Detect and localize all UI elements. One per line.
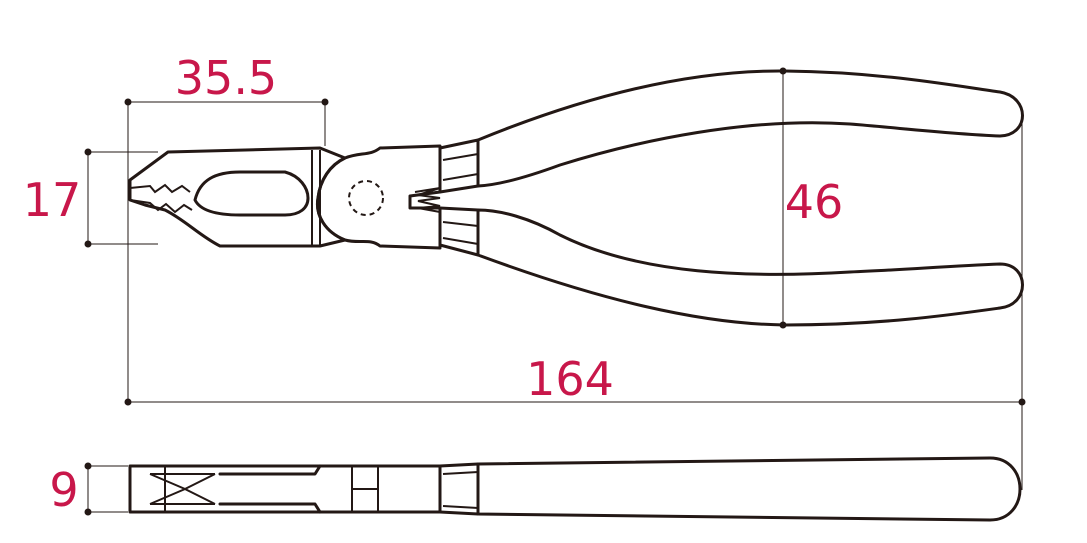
side-head — [128, 464, 442, 514]
pivot-head — [315, 144, 442, 250]
jaw-cutter-opening — [193, 170, 310, 217]
pliers-top-view — [128, 69, 1024, 327]
side-handle — [476, 456, 1022, 522]
upper-handle-grip — [476, 69, 1024, 188]
upper-shank — [438, 138, 480, 194]
spring-icon — [414, 187, 441, 213]
dim-label-jaw-height: 17 — [23, 173, 82, 227]
dim-label-total-length: 164 — [526, 352, 614, 406]
side-jaw-tip — [149, 466, 216, 512]
jaw-teeth — [129, 183, 193, 214]
dim-label-jaw-length: 35.5 — [175, 51, 277, 105]
side-shank — [438, 462, 480, 516]
dimension-lines — [84, 67, 1026, 516]
dimension-labels: 35.5 17 46 164 9 — [23, 51, 844, 517]
lower-handle-grip — [476, 208, 1024, 327]
jaw-body — [128, 146, 347, 248]
dim-label-thickness: 9 — [49, 463, 78, 517]
dim-label-handle-span: 46 — [785, 175, 844, 229]
lower-shank — [438, 206, 480, 257]
pivot-rivet — [348, 180, 384, 216]
pliers-side-view — [128, 456, 1022, 522]
